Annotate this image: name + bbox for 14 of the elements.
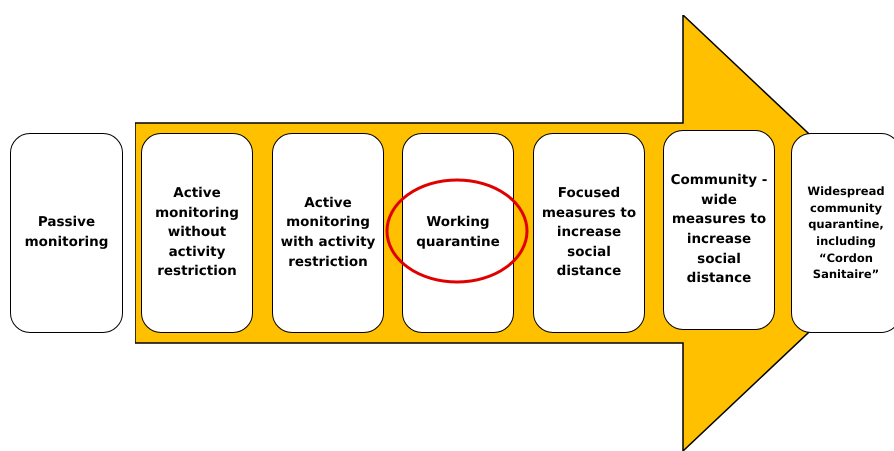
stage-box — [663, 130, 775, 330]
stage-box — [10, 133, 123, 333]
stage-label: Widespread community quarantine, including “Cordon Sanitaire” — [806, 182, 886, 284]
stage-box — [791, 133, 894, 333]
stage-label: Active monitoring without activity restriction — [154, 184, 240, 282]
stage-label: Passive monitoring — [24, 213, 110, 252]
stage-box — [533, 133, 645, 333]
stage-label: Working quarantine — [415, 213, 501, 252]
stage-box — [272, 133, 384, 333]
stage-label: Focused measures to increase social distance — [540, 184, 638, 282]
stage-label: Active monitoring with activity restriction — [280, 194, 376, 272]
stage-box — [141, 133, 253, 333]
stage-box — [402, 133, 514, 333]
stage-label: Community -wide measures to increase social distance — [670, 171, 768, 288]
